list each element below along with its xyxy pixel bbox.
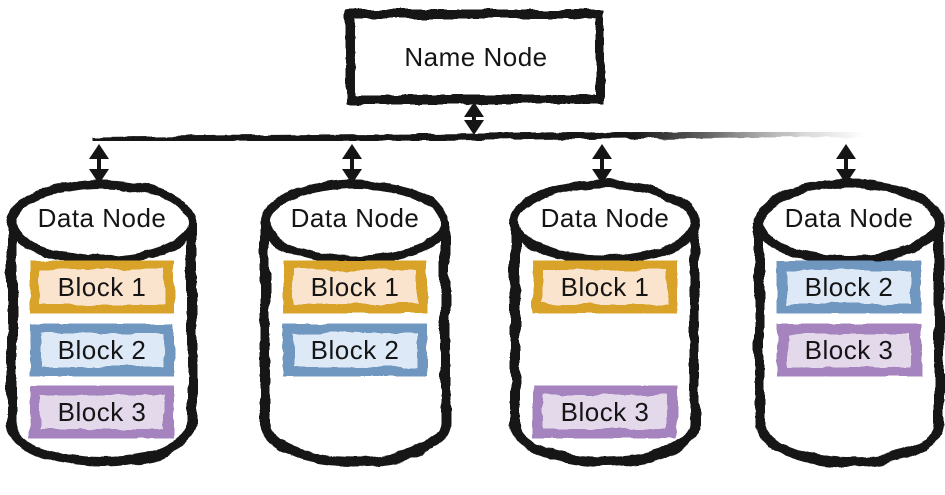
block-label: Block 3: [58, 397, 147, 427]
block-label: Block 1: [311, 272, 400, 302]
block-chip: [533, 260, 677, 314]
block-label: Block 2: [58, 335, 147, 365]
name-node-bus-arrow: [464, 102, 484, 135]
name-node-link-arrow: [464, 102, 484, 135]
block-chip: [777, 260, 921, 314]
block-label: Block 3: [561, 397, 650, 427]
block-label: Block 1: [58, 272, 147, 302]
arrow-head-up-icon: [836, 144, 856, 159]
data-node-label: Data Node: [785, 203, 914, 233]
name-node-box: [345, 9, 605, 105]
bus-link-arrow: [342, 144, 362, 184]
arrow-head-up-icon: [89, 144, 109, 159]
block-chip: [283, 323, 427, 377]
bus-link-arrow: [89, 144, 109, 184]
block-chip: [283, 260, 427, 314]
data-node-label: Data Node: [38, 203, 167, 233]
block-chip: [30, 385, 174, 439]
arrow-head-down-icon: [342, 169, 362, 184]
block-label: Block 3: [805, 335, 894, 365]
arrow-head-down-icon: [836, 169, 856, 184]
bus-link-arrow: [592, 144, 612, 184]
block-chip: [533, 385, 677, 439]
bus-line: [92, 129, 867, 144]
name-node: Name Node: [345, 9, 605, 105]
data-node-label: Data Node: [291, 203, 420, 233]
arrow-head-down-icon: [464, 120, 484, 135]
block-chip: [777, 323, 921, 377]
block-label: Block 2: [311, 335, 400, 365]
block-chip: [30, 260, 174, 314]
data-node-label: Data Node: [541, 203, 670, 233]
block-label: Block 2: [805, 272, 894, 302]
arrow-head-up-icon: [342, 144, 362, 159]
block-label: Block 1: [561, 272, 650, 302]
block-chip: [30, 323, 174, 377]
arrow-head-down-icon: [592, 169, 612, 184]
arrow-head-down-icon: [89, 169, 109, 184]
arrow-head-up-icon: [464, 102, 484, 117]
arrow-head-up-icon: [592, 144, 612, 159]
name-node-label: Name Node: [404, 42, 547, 72]
bus-link-arrow: [836, 144, 856, 184]
